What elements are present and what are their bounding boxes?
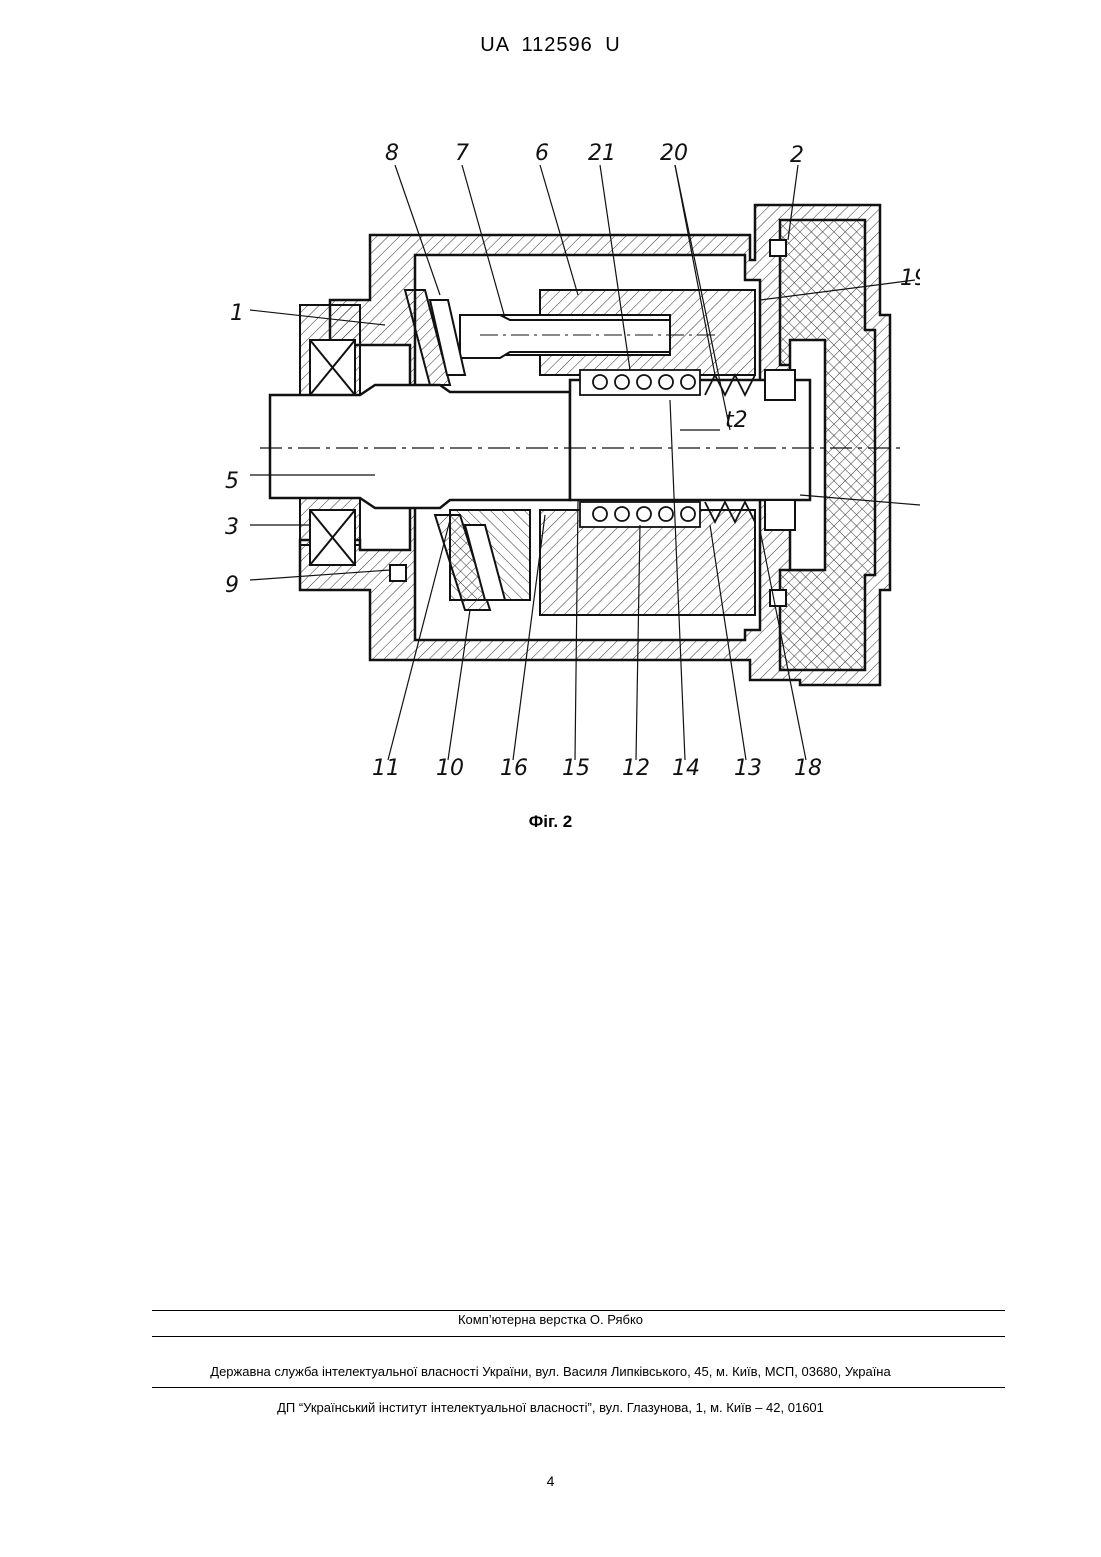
institute-address: ДП “Український інститут інтелектуальної… — [0, 1400, 1101, 1415]
part-label-15: 15 — [562, 756, 590, 781]
document-id-header: UA 112596 U — [0, 34, 1101, 57]
part-label-2: 2 — [790, 143, 804, 168]
agency-address: Державна служба інтелектуальної власност… — [0, 1364, 1101, 1379]
part-label-8: 8 — [385, 141, 399, 166]
part-label-14: 14 — [672, 756, 700, 781]
part-label-9: 9 — [225, 573, 239, 598]
layout-credit: Комп’ютерна верстка О. Рябко — [0, 1312, 1101, 1327]
part-label-t2: t2 — [725, 408, 748, 433]
part-label-6: 6 — [535, 141, 549, 166]
shaft-5 — [260, 380, 900, 508]
part-label-20: 20 — [660, 141, 688, 166]
footer-rule-top — [152, 1310, 1005, 1311]
part-label-12: 12 — [622, 756, 650, 781]
part-label-21: 21 — [588, 141, 616, 166]
part-label-5: 5 — [225, 469, 239, 494]
technical-drawing: 8 7 6 21 20 2 19 1 t2 5 4 3 9 11 10 16 1… — [200, 130, 920, 790]
part-label-11: 11 — [372, 756, 400, 781]
part-label-19: 19 — [900, 266, 920, 291]
page-number: 4 — [0, 1473, 1101, 1489]
footer-rule-middle — [152, 1336, 1005, 1337]
part-label-10: 10 — [436, 756, 464, 781]
part-label-18: 18 — [794, 756, 822, 781]
figure-caption: Фіг. 2 — [0, 812, 1101, 832]
part-label-16: 16 — [500, 756, 528, 781]
part-label-13: 13 — [734, 756, 762, 781]
part-label-7: 7 — [455, 141, 469, 166]
part-label-1: 1 — [230, 301, 244, 326]
part-label-3: 3 — [225, 515, 239, 540]
footer-rule-bottom — [152, 1387, 1005, 1388]
